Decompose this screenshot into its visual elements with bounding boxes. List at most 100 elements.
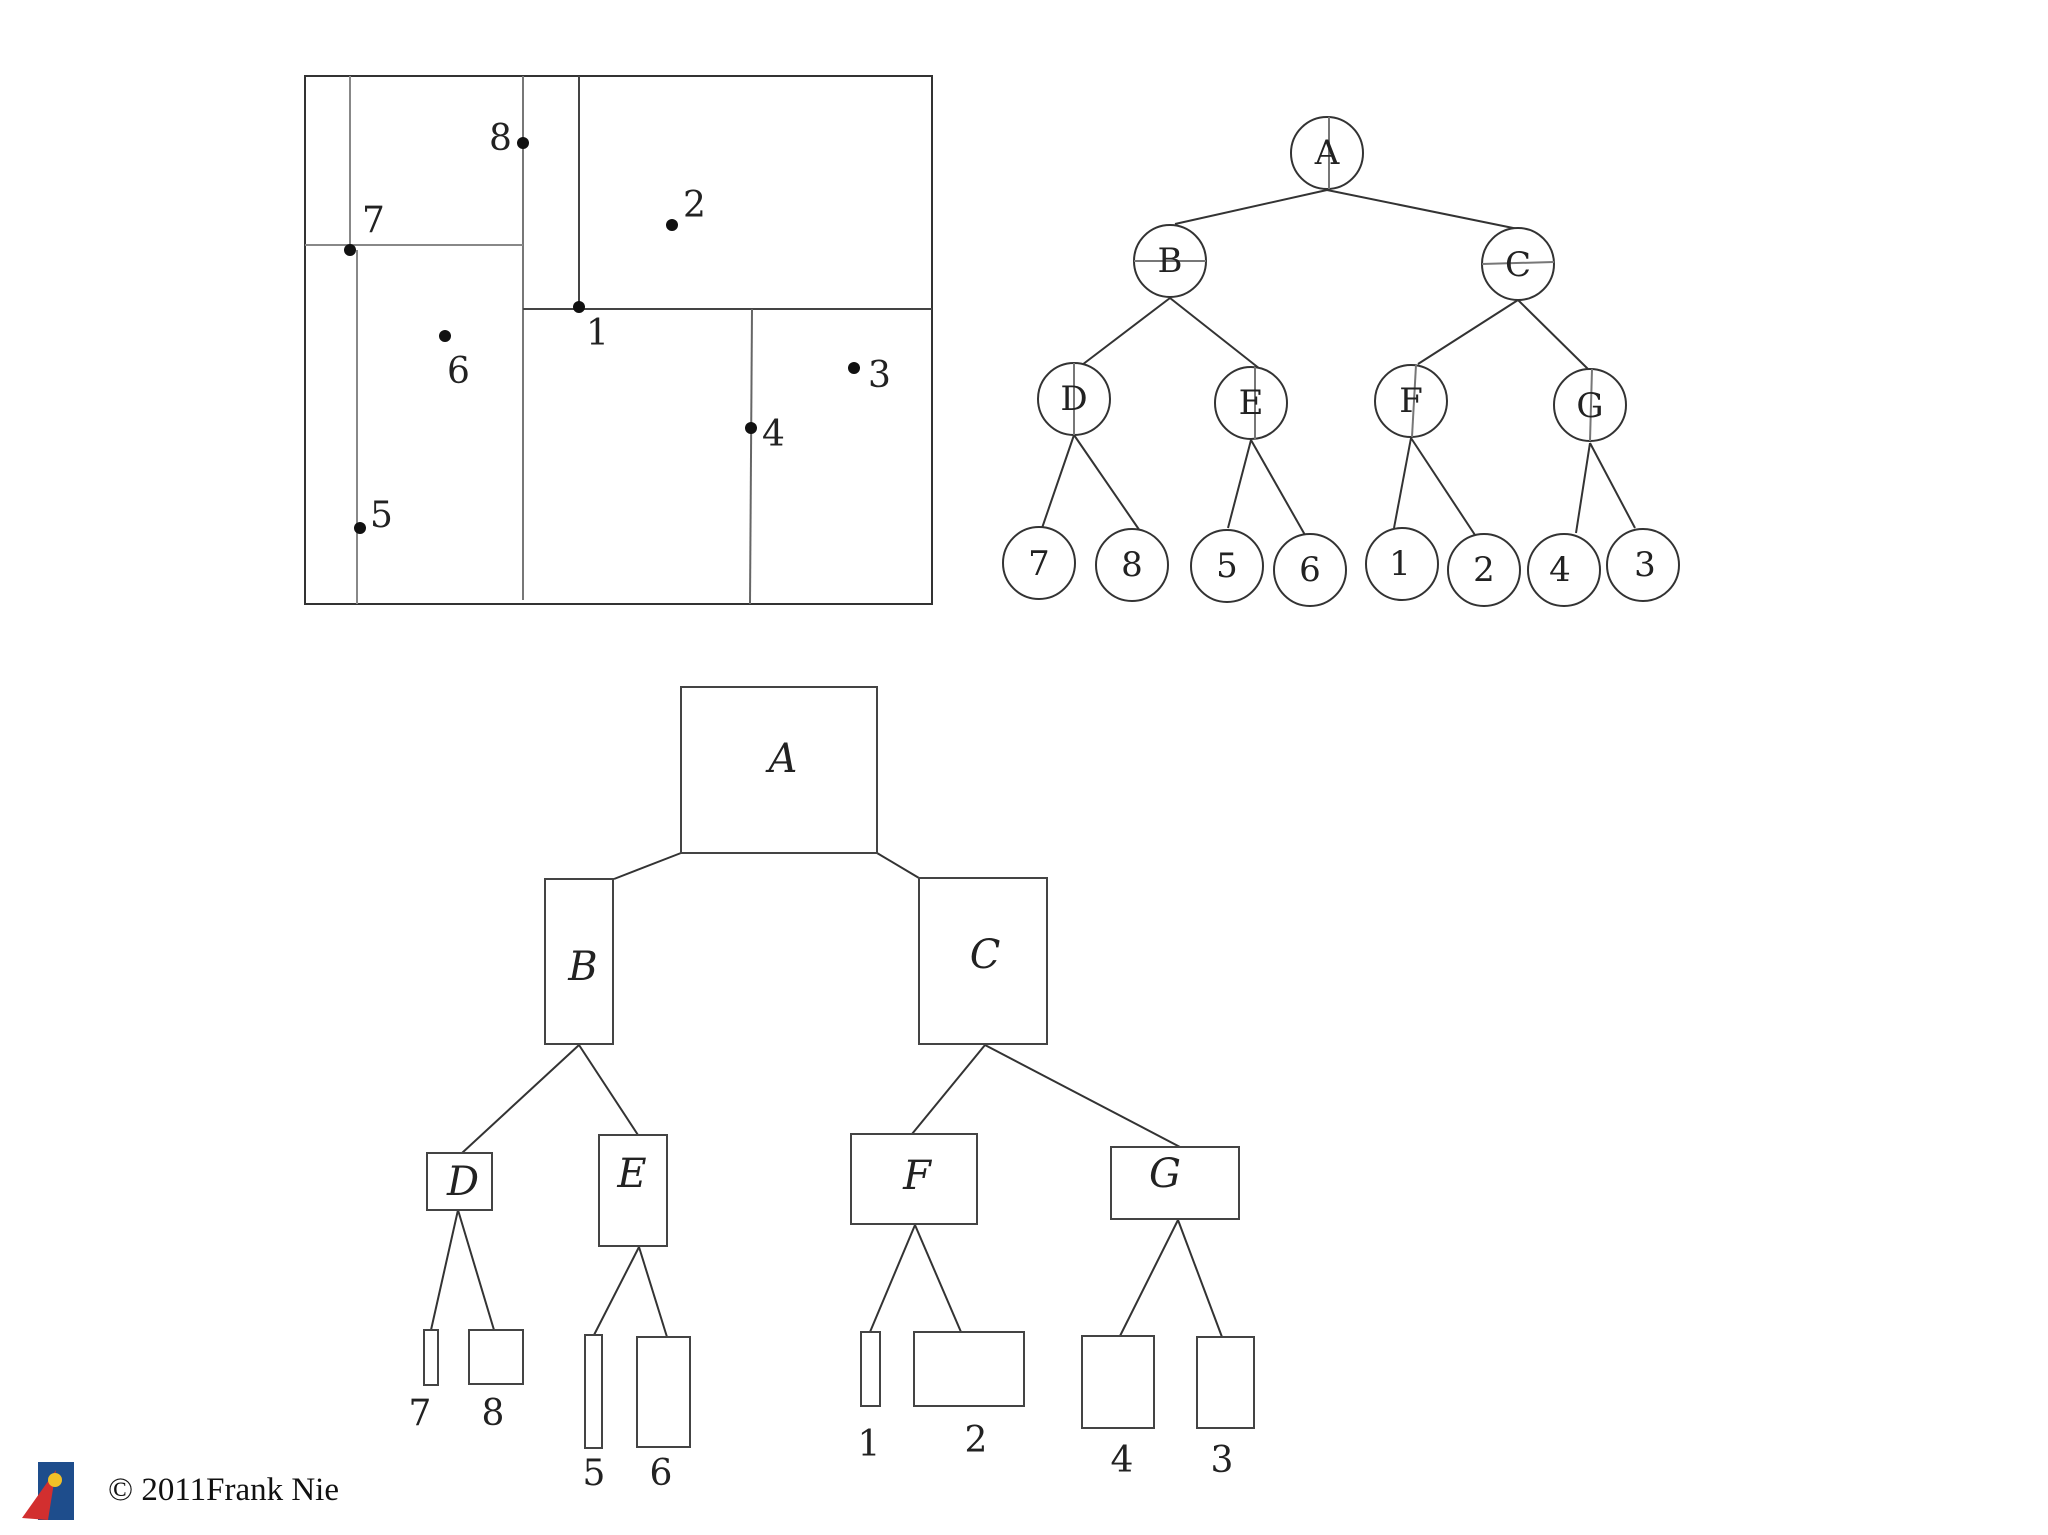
- point-label: 1: [586, 313, 609, 354]
- node-split-F: [1411, 364, 1417, 438]
- tree-leaf: [1002, 526, 1076, 600]
- box-node-D: [426, 1152, 493, 1211]
- edge: [457, 1209, 495, 1331]
- edge: [1119, 1219, 1179, 1337]
- box-leaf: [913, 1331, 1025, 1407]
- edge: [593, 1246, 640, 1336]
- box-leaf: [1196, 1336, 1255, 1429]
- edge: [1589, 442, 1636, 529]
- tree-leaf: [1190, 529, 1264, 603]
- box-node-F: [850, 1133, 978, 1225]
- box-node-G: [1110, 1146, 1240, 1220]
- tree-node-label-F: F: [1399, 381, 1423, 421]
- box-node-label-E: E: [616, 1151, 646, 1197]
- box-node-label-G: G: [1149, 1151, 1181, 1197]
- edge: [1575, 442, 1591, 534]
- split-line-4: [749, 308, 753, 605]
- box-leaf-label: 6: [650, 1453, 673, 1494]
- node-split-C: [1481, 261, 1555, 265]
- copyright-text: © 2011Frank Nie: [108, 1472, 339, 1508]
- point-2: [666, 219, 678, 231]
- edge: [876, 852, 920, 879]
- tree-node-label-E: E: [1239, 383, 1264, 423]
- box-leaf-label: 4: [1111, 1440, 1134, 1481]
- point-7: [344, 244, 356, 256]
- box-leaf-label: 8: [482, 1393, 505, 1434]
- edge: [1077, 297, 1171, 369]
- box-node-B: [544, 878, 614, 1045]
- edge: [1517, 299, 1591, 372]
- point-8: [517, 137, 529, 149]
- box-leaf-label: 7: [409, 1393, 432, 1434]
- tree-leaf-label: 5: [1216, 546, 1238, 586]
- tree-leaf: [1365, 527, 1439, 601]
- point-label: 7: [362, 200, 385, 241]
- box-tree: A B C D E F G 7 8 5 6 1 2 4 3: [409, 686, 1255, 1494]
- point-label: 8: [489, 118, 512, 159]
- tree-leaf-label: 6: [1299, 550, 1321, 590]
- tree-node-E: [1214, 366, 1288, 440]
- box-leaf: [584, 1334, 603, 1449]
- box-node-A: [680, 686, 878, 854]
- point-3: [848, 362, 860, 374]
- box-leaf: [468, 1329, 524, 1385]
- box-leaf-label: 5: [583, 1453, 606, 1494]
- edge: [1227, 439, 1252, 529]
- box-node-C: [918, 877, 1048, 1045]
- box-node-label-C: C: [970, 932, 1001, 978]
- point-label: 6: [447, 351, 470, 392]
- edge: [461, 1044, 580, 1154]
- edge: [914, 1224, 962, 1333]
- edge: [578, 1044, 639, 1136]
- point-4: [745, 422, 757, 434]
- box-node-label-B: B: [567, 944, 597, 990]
- edge: [613, 852, 682, 880]
- tree-leaf-label: 7: [1028, 544, 1050, 584]
- tree-node-F: [1374, 364, 1448, 438]
- point-label: 3: [868, 355, 891, 396]
- box-leaf: [423, 1329, 439, 1386]
- box-tree-edges: [430, 852, 1223, 1338]
- point-label: 4: [762, 414, 785, 455]
- box-leaf-label: 1: [858, 1424, 881, 1465]
- edge: [1393, 437, 1412, 529]
- node-split-G: [1589, 368, 1593, 442]
- edge: [1169, 297, 1261, 370]
- tree-node-label-D: D: [1060, 379, 1087, 419]
- edge: [430, 1209, 459, 1331]
- tree-leaf: [1527, 533, 1601, 607]
- tree-node-label-C: C: [1505, 245, 1531, 285]
- tree-leaf: [1606, 528, 1680, 602]
- tree-leaf-label: 8: [1121, 545, 1143, 585]
- tree-leaf: [1095, 528, 1169, 602]
- edge: [1326, 189, 1519, 230]
- tree-leaf: [1447, 533, 1521, 607]
- point-label: 2: [683, 185, 706, 226]
- point-label: 5: [370, 495, 393, 536]
- partition-outer-frame: [304, 75, 933, 605]
- tree-leaf-label: 4: [1549, 550, 1571, 590]
- edge: [1174, 189, 1328, 225]
- circle-tree: A B C D E F G 7 8 5 6 1 2 4 3: [1002, 116, 1680, 607]
- box-leaf-label: 3: [1211, 1440, 1234, 1481]
- box-leaf: [636, 1336, 691, 1448]
- logo-red-shape: [22, 1470, 56, 1520]
- box-node-E: [598, 1134, 668, 1247]
- box-leaf-label: 2: [965, 1420, 988, 1461]
- logo-yellow-dot: [48, 1473, 62, 1487]
- edge: [1250, 439, 1306, 536]
- tree-node-label-A: A: [1314, 133, 1340, 173]
- box-node-label-D: D: [446, 1159, 479, 1205]
- tree-node-label-B: B: [1158, 241, 1183, 281]
- tree-node-label-G: G: [1576, 386, 1603, 426]
- edge: [1177, 1219, 1223, 1338]
- box-node-label-F: F: [902, 1153, 932, 1199]
- box-leaf: [1081, 1335, 1155, 1429]
- tree-leaf: [1273, 533, 1347, 607]
- tree-leaf-label: 2: [1473, 550, 1495, 590]
- tree-leaf-label: 3: [1634, 545, 1656, 585]
- edge: [1040, 434, 1075, 532]
- spatial-partition: 1 2 3 4 5 6 7 8: [304, 75, 933, 605]
- edge: [1073, 434, 1141, 532]
